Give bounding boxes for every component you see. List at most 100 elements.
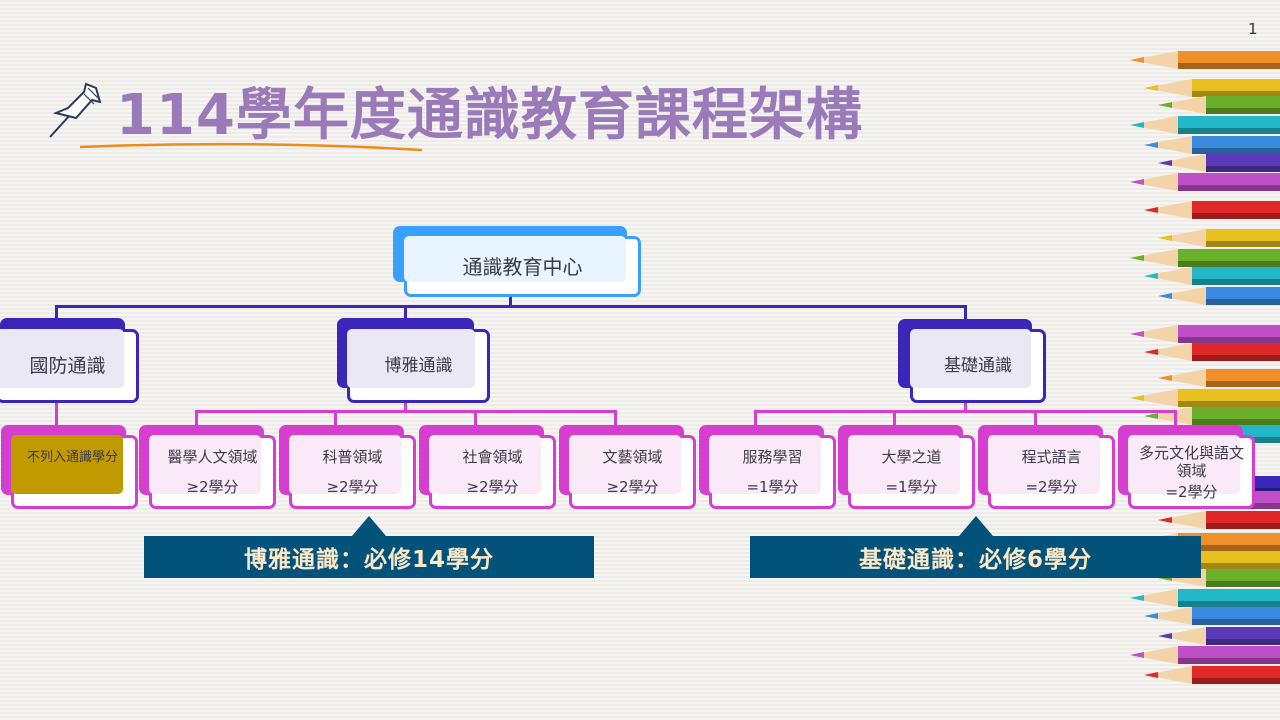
connector xyxy=(195,410,617,413)
pencil-icon xyxy=(1144,79,1280,97)
node-label: =2學分 xyxy=(1165,482,1218,501)
connector xyxy=(404,403,407,411)
pencil-icon xyxy=(1144,267,1280,285)
node-label: ≥2學分 xyxy=(186,478,239,496)
node-label: 服務學習 xyxy=(742,448,803,466)
node-label: ≥2學分 xyxy=(466,478,519,496)
connector xyxy=(1174,410,1177,425)
node-front-box: 通識教育中心 xyxy=(404,236,641,297)
pointer-arrow xyxy=(959,516,993,536)
node-text: 不列入通識學分 xyxy=(10,438,135,506)
node-label: 社會領域 xyxy=(462,448,523,466)
credit-banner: 博雅通識：必修14學分 xyxy=(144,536,594,578)
pencil-icon xyxy=(1130,51,1280,69)
node-label: 程式語言 xyxy=(1021,448,1082,466)
node-front-box: 程式語言 =2學分 xyxy=(988,435,1115,509)
node-fill xyxy=(910,329,1031,388)
node-fill xyxy=(149,435,261,494)
node-front-box: 多元文化與語文領域 =2學分 xyxy=(1128,435,1255,509)
node-text: 醫學人文領域 ≥2學分 xyxy=(152,438,273,506)
node-label: 通識教育中心 xyxy=(462,254,583,279)
pencil-icon xyxy=(1130,116,1280,134)
node-fill xyxy=(429,435,541,494)
node-text: 基礎通識 xyxy=(913,332,1043,400)
pencil-icon xyxy=(1158,96,1280,114)
node-front-box: 博雅通識 xyxy=(347,329,490,403)
connector xyxy=(614,410,617,425)
node-text: 多元文化與語文領域 =2學分 xyxy=(1131,438,1252,506)
connector xyxy=(893,410,896,425)
node-text: 科普領域 ≥2學分 xyxy=(292,438,413,506)
node-text: 國防通識 xyxy=(0,332,136,400)
node-label: 文藝領域 xyxy=(602,448,663,466)
pencil-icon xyxy=(1158,511,1280,529)
connector xyxy=(195,410,198,425)
pencil-icon xyxy=(1130,325,1280,343)
node-front-box: 文藝領域 ≥2學分 xyxy=(569,435,696,509)
connector xyxy=(55,305,58,319)
connector xyxy=(55,403,58,425)
node-label: ≥2學分 xyxy=(606,478,659,496)
pencil-icon xyxy=(1158,369,1280,387)
pencil-icon xyxy=(1144,201,1280,219)
node-fill xyxy=(11,435,123,494)
node-front-box: 基礎通識 xyxy=(910,329,1046,403)
node-text: 社會領域 ≥2學分 xyxy=(432,438,553,506)
pointer-arrow xyxy=(352,516,386,536)
node-label: 醫學人文領域 xyxy=(167,448,258,466)
node-fill xyxy=(0,329,124,388)
pencil-icon xyxy=(1130,389,1280,407)
node-label: 大學之道 xyxy=(881,448,942,466)
connector xyxy=(754,410,1176,413)
credit-banner: 基礎通識：必修6學分 xyxy=(750,536,1201,578)
node-fill xyxy=(1128,435,1240,494)
node-front-box: 大學之道 =1學分 xyxy=(848,435,975,509)
pushpin-icon xyxy=(49,82,102,138)
connector xyxy=(509,295,512,307)
pencil-icon xyxy=(1144,607,1280,625)
connector xyxy=(754,410,757,425)
page-number: 1 xyxy=(1248,20,1258,38)
node-front-box: 社會領域 ≥2學分 xyxy=(429,435,556,509)
node-fill xyxy=(709,435,821,494)
connector xyxy=(404,305,407,319)
node-fill xyxy=(569,435,681,494)
node-front-box: 服務學習 =1學分 xyxy=(709,435,836,509)
node-text: 博雅通識 xyxy=(350,332,487,400)
pencil-icon xyxy=(1158,154,1280,172)
node-label: 多元文化與語文領域 xyxy=(1138,443,1244,480)
node-fill xyxy=(289,435,401,494)
node-fill xyxy=(404,236,626,282)
node-text: 服務學習 =1學分 xyxy=(712,438,833,506)
node-label: 基礎通識 xyxy=(944,355,1012,376)
connector xyxy=(964,403,967,411)
node-label: 不列入通識學分 xyxy=(26,450,118,465)
pencil-icon xyxy=(1158,287,1280,305)
node-label: =2學分 xyxy=(1025,478,1078,496)
node-text: 文藝領域 ≥2學分 xyxy=(572,438,693,506)
pencil-icon xyxy=(1130,249,1280,267)
node-label: 科普領域 xyxy=(322,448,383,466)
node-label: =1學分 xyxy=(746,478,799,496)
title-underline xyxy=(80,142,423,152)
pencil-icon xyxy=(1144,666,1280,684)
slide-title: 114學年度通識教育課程架構 xyxy=(116,83,863,148)
node-fill xyxy=(347,329,475,388)
node-label: =1學分 xyxy=(885,478,938,496)
node-fill xyxy=(848,435,960,494)
pencil-icon xyxy=(1158,569,1280,587)
pencil-icon xyxy=(1158,229,1280,247)
node-front-box: 醫學人文領域 ≥2學分 xyxy=(149,435,276,509)
node-label: 國防通識 xyxy=(29,354,106,377)
pencil-icon xyxy=(1130,173,1280,191)
node-front-box: 不列入通識學分 xyxy=(11,435,138,509)
node-fill xyxy=(988,435,1100,494)
pencil-icon xyxy=(1130,589,1280,607)
node-front-box: 科普領域 ≥2學分 xyxy=(289,435,416,509)
node-front-box: 國防通識 xyxy=(0,329,139,403)
node-label: ≥2學分 xyxy=(326,478,379,496)
pencil-icon xyxy=(1144,407,1280,425)
pencil-icon xyxy=(1158,627,1280,645)
node-label: 博雅通識 xyxy=(384,355,453,376)
